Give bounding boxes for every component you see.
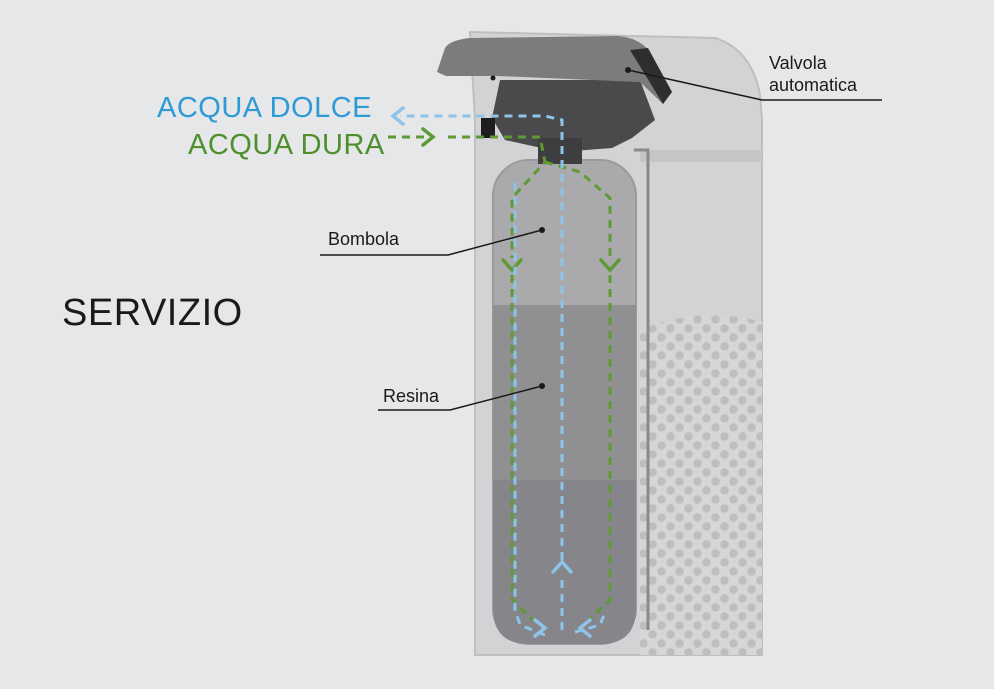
cabinet-shoulder (640, 150, 762, 162)
tank-callout: Bombola (328, 229, 400, 249)
valve-callout: Valvola automatica (769, 52, 857, 96)
valve-cover (437, 36, 672, 104)
callout-dots (490, 67, 631, 389)
diagram-title: SERVIZIO (62, 292, 243, 334)
valve-callout-line1: Valvola (769, 53, 827, 73)
valve-body (492, 80, 655, 152)
resin-lower (493, 480, 636, 644)
hard-water-arrowheads (421, 127, 621, 273)
callout-leaders (320, 69, 882, 411)
resin-callout: Resina (383, 386, 440, 406)
valve-callout-line2: automatica (769, 75, 858, 95)
hard-water-label: ACQUA DURA (188, 129, 385, 161)
soft-water-label: ACQUA DOLCE (157, 92, 372, 124)
inlet-port (481, 118, 495, 138)
soft-water-flow (400, 114, 608, 637)
valve-cover-edge (630, 48, 672, 104)
soft-water-arrowheads (390, 106, 592, 638)
brine-line (634, 148, 650, 630)
brine-tank-pattern (640, 315, 762, 655)
